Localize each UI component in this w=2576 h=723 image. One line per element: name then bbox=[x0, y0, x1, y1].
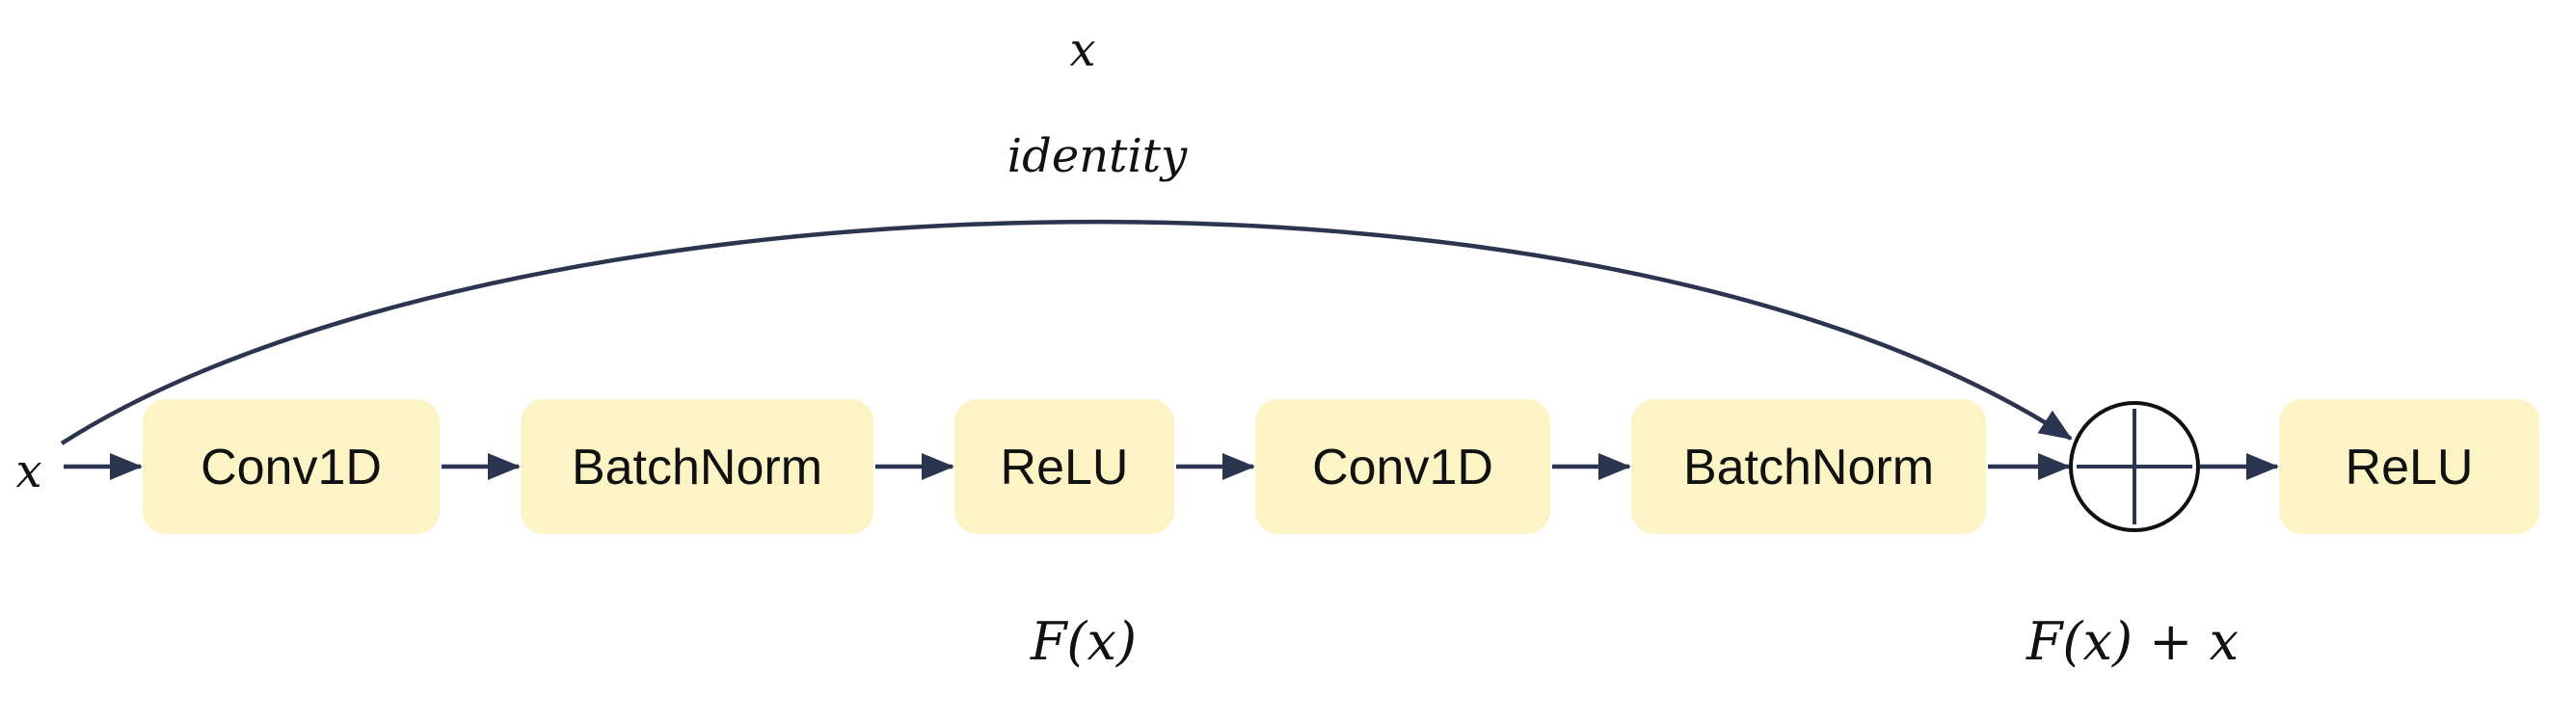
skip-top-label: x bbox=[1069, 23, 1095, 77]
block-relu-1-label: ReLU bbox=[1001, 440, 1129, 495]
input-label: x bbox=[15, 444, 41, 498]
block-conv1d-1-label: Conv1D bbox=[201, 440, 382, 495]
block-relu-output: ReLU bbox=[2279, 399, 2539, 534]
residual-function-label: F(x) bbox=[1030, 611, 1137, 672]
skip-connection-label: identity bbox=[1007, 129, 1188, 183]
output-label: F(x) + x bbox=[2026, 611, 2239, 672]
plus-in-circle-icon bbox=[2069, 401, 2200, 532]
block-relu-output-label: ReLU bbox=[2346, 440, 2474, 495]
block-conv1d-2: Conv1D bbox=[1255, 399, 1550, 534]
block-conv1d-2-label: Conv1D bbox=[1312, 440, 1493, 495]
block-conv1d-1: Conv1D bbox=[143, 399, 440, 534]
block-batchnorm-2: BatchNorm bbox=[1631, 399, 1986, 534]
skip-connection-arrow bbox=[60, 219, 2073, 445]
block-relu-1: ReLU bbox=[954, 399, 1174, 534]
block-batchnorm-2-label: BatchNorm bbox=[1683, 440, 1934, 495]
block-batchnorm-1: BatchNorm bbox=[521, 399, 873, 534]
block-batchnorm-1-label: BatchNorm bbox=[572, 440, 822, 495]
